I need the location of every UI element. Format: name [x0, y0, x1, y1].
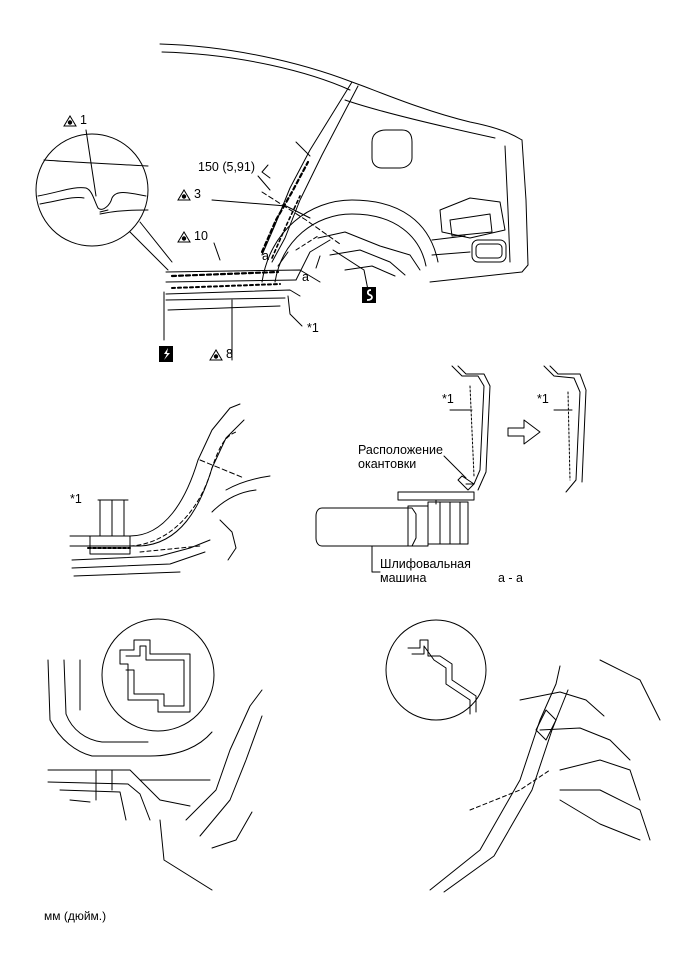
grinder-tool — [315, 491, 475, 573]
cut-symbol-icon — [159, 346, 173, 362]
bottom-left-view — [47, 618, 263, 891]
dimension-label: 150 (5,91) — [198, 160, 255, 174]
callout-part-1: *1 — [442, 392, 454, 406]
quarter-panel-main — [35, 43, 529, 361]
seam-location-label: Расположение — [358, 443, 443, 457]
seam-location-label-2: окантовки — [358, 457, 417, 471]
weld-label-10: 10 — [194, 229, 208, 243]
section-marker-a: a — [262, 249, 269, 263]
section-title: a - a — [498, 571, 524, 585]
weld-label-8: 8 — [226, 347, 233, 361]
spot-weld-icon — [63, 115, 223, 361]
grinder-label: Шлифовальная — [380, 557, 471, 571]
section-a-a — [443, 365, 587, 493]
callout-part-1: *1 — [307, 321, 319, 335]
cut-zone-view — [69, 403, 271, 577]
weld-label-1: 1 — [80, 113, 87, 127]
bottom-right-view — [385, 619, 661, 893]
grinder-label-2: машина — [380, 571, 427, 585]
arrow-right-icon — [507, 419, 541, 445]
callout-part-1: *1 — [537, 392, 549, 406]
cut-symbol-icon — [362, 287, 376, 303]
callout-part-1: *1 — [70, 492, 82, 506]
units-footer: мм (дюйм.) — [44, 909, 107, 923]
section-marker-a: a — [302, 270, 309, 284]
weld-label-3: 3 — [194, 187, 201, 201]
